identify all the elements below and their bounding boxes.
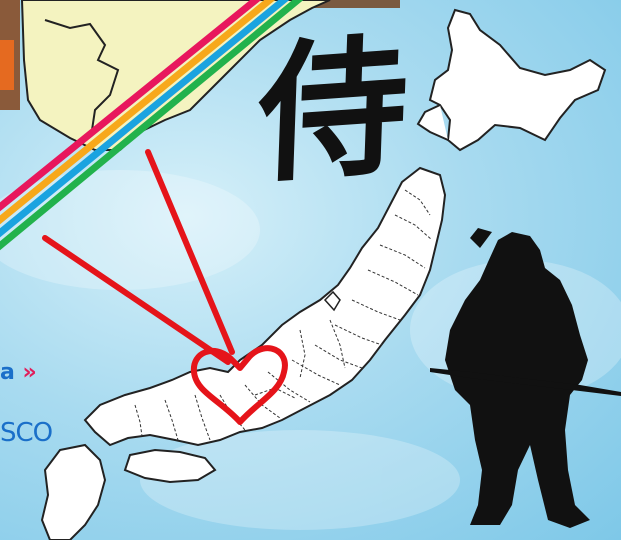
samurai-kanji: 侍 — [255, 17, 411, 205]
samurai-silhouette — [430, 228, 621, 528]
photo-fragment-top — [290, 0, 400, 8]
caption-line-1-mark: » — [22, 360, 37, 385]
shikoku-island — [123, 448, 217, 484]
inset-prefecture-border — [44, 19, 120, 131]
kyushu-island — [40, 443, 107, 540]
caption-line-1-text: a — [0, 360, 15, 385]
hokkaido-coast-detail — [416, 104, 449, 141]
diagonal-stripes — [0, 0, 304, 251]
sado-island — [323, 290, 341, 312]
caption-line-1: a » — [0, 360, 37, 385]
red-arrows — [42, 149, 235, 365]
caption-line-2: SCO — [0, 418, 53, 448]
location-heart-outline — [190, 345, 288, 425]
hokkaido-island — [428, 8, 607, 152]
honshu-island — [83, 166, 447, 447]
